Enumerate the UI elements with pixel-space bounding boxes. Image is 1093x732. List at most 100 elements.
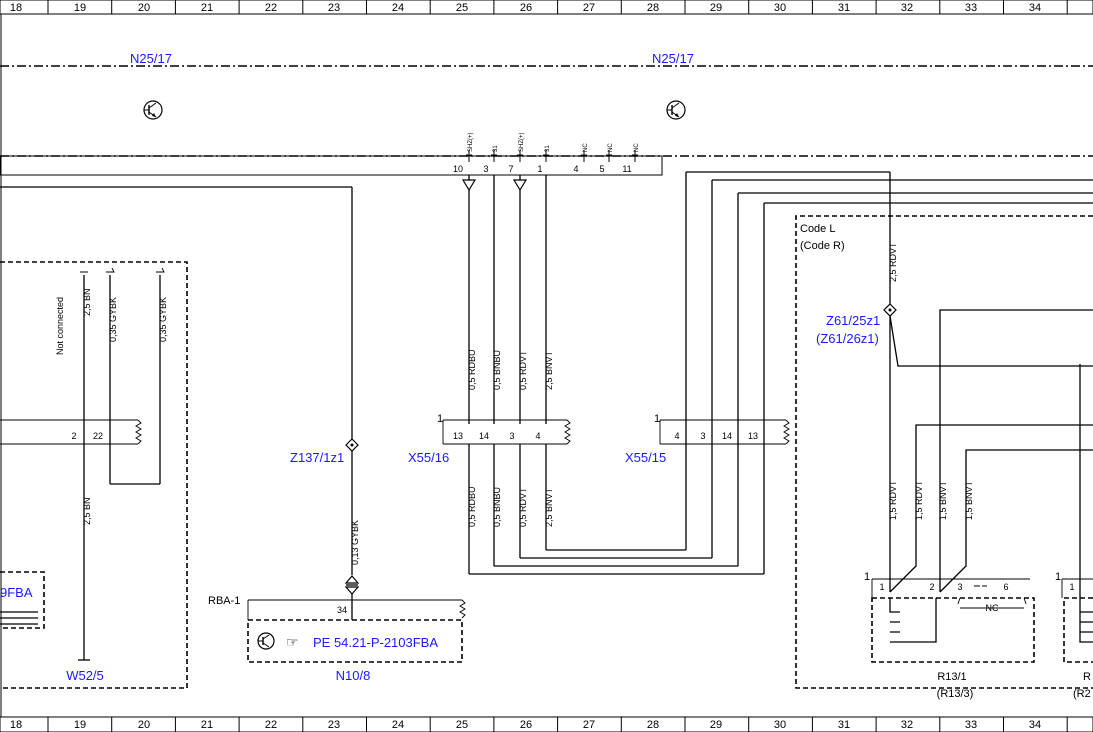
pin-mark: 1 bbox=[654, 413, 660, 425]
pin-number: 4 bbox=[674, 431, 679, 441]
grid-label-top: 30 bbox=[774, 2, 786, 14]
pe-reference-link[interactable]: PE 54.21-P-2103FBA bbox=[313, 635, 438, 650]
pin-signal: NC bbox=[583, 143, 589, 152]
pin-signal: NC bbox=[634, 143, 640, 152]
pin-number: 14 bbox=[479, 431, 489, 441]
grid-label-top: 26 bbox=[520, 2, 532, 14]
pin-number: 3 bbox=[509, 431, 514, 441]
grid-label-bottom: 31 bbox=[838, 719, 850, 731]
pin-number: 2 bbox=[71, 431, 76, 441]
grid-label-top: 29 bbox=[710, 2, 722, 14]
grid-label-top: 32 bbox=[901, 2, 913, 14]
pin-number: 1 bbox=[879, 582, 884, 592]
component-label-x55-16: X55/16 bbox=[408, 450, 449, 465]
wire-label: 1,5 BNVT bbox=[964, 480, 974, 520]
grid-label-top: 24 bbox=[392, 2, 404, 14]
pin-number: 22 bbox=[93, 431, 103, 441]
grid-label-bottom: 21 bbox=[201, 719, 213, 731]
wire-label: 0,5 BNBU bbox=[492, 487, 502, 527]
pin-number: 4 bbox=[535, 431, 540, 441]
grid-label-bottom: 20 bbox=[138, 719, 150, 731]
grid-label-top: 19 bbox=[74, 2, 86, 14]
pin-mark: 1 bbox=[437, 413, 443, 425]
grid-label-bottom: 32 bbox=[901, 719, 913, 731]
pin-signal: 31 bbox=[493, 145, 499, 152]
pin-number: 3 bbox=[957, 582, 962, 592]
wire-label: 1,5 RDVT bbox=[914, 480, 924, 520]
code-label: Code L bbox=[800, 223, 835, 235]
pin-mark: 1 bbox=[864, 571, 870, 583]
grid-label-bottom: 28 bbox=[647, 719, 659, 731]
module-n25-17: N25/17 N25/17 bbox=[0, 51, 1093, 157]
component-label-w52: W52/5 bbox=[66, 668, 104, 683]
grid-label-top: 25 bbox=[456, 2, 468, 14]
pin-signal: 31 bbox=[545, 145, 551, 152]
pin-number: 5 bbox=[599, 164, 604, 174]
wire-label: 0,35 GYBK bbox=[108, 297, 118, 342]
transistor-icon bbox=[666, 100, 686, 120]
grid-label-bottom: 23 bbox=[328, 719, 340, 731]
pin-number: 1 bbox=[537, 164, 542, 174]
wire-label: 0,5 BNBU bbox=[492, 350, 502, 390]
grid-label-bottom: 24 bbox=[392, 719, 404, 731]
component-label-n25-left: N25/17 bbox=[130, 51, 172, 66]
grid-label-top: 23 bbox=[328, 2, 340, 14]
pin-number: 14 bbox=[722, 431, 732, 441]
wire-label: 0,5 RDBU bbox=[467, 349, 477, 390]
code-label-alt: (Code R) bbox=[800, 240, 845, 252]
grid-label-bottom: 29 bbox=[710, 719, 722, 731]
grid-label-top: 27 bbox=[583, 2, 595, 14]
component-label-r13-1: R13/1 bbox=[937, 671, 966, 683]
transistor-icon bbox=[143, 100, 163, 120]
pin-number: 13 bbox=[748, 431, 758, 441]
grid-label-top: 18 bbox=[10, 2, 22, 14]
code-l-section: Code L (Code R) 2,5 RDVT Z61/25z1 (Z61/2… bbox=[795, 172, 1093, 700]
grid-label-bottom: 26 bbox=[520, 719, 532, 731]
component-label-r2-alt: (R2 bbox=[1073, 688, 1091, 700]
grid-label-bottom: 30 bbox=[774, 719, 786, 731]
wire-label: 0,5 RDBU bbox=[467, 486, 477, 527]
wire-label: 2,5 BNVT bbox=[544, 350, 554, 390]
pin-number: 1 bbox=[1069, 582, 1074, 592]
component-label-n10: N10/8 bbox=[336, 668, 371, 683]
not-connected-label: Not connected bbox=[55, 297, 65, 355]
grid-label-bottom: 22 bbox=[265, 719, 277, 731]
rba-label: RBA-1 bbox=[208, 595, 240, 607]
grid-label-top: 28 bbox=[647, 2, 659, 14]
grid-label-bottom: 25 bbox=[456, 719, 468, 731]
pin-signal: SHZ(+) bbox=[468, 132, 474, 152]
left-section: Not connected 2,5 BN 0,35 GYBK 0,35 GYBK… bbox=[0, 186, 353, 689]
top-connector: 10 3 7 1 4 5 11 SHZ(+) 31 SHZ(+) 31 NC N… bbox=[0, 132, 663, 176]
component-label-r13-3: (R13/3) bbox=[937, 688, 974, 700]
grid-label-bottom: 18 bbox=[10, 719, 22, 731]
grid-label-top: 33 bbox=[965, 2, 977, 14]
nc-label: NC bbox=[986, 603, 999, 613]
pin-mark: 1 bbox=[1055, 571, 1061, 583]
n10-8-module: RBA-1 34 ☞ PE 54.21-P-2103FBA N10/8 bbox=[208, 595, 466, 683]
grid-label-top: 22 bbox=[265, 2, 277, 14]
x55-16-section: 0,5 RDBU 0,5 BNBU 0,5 RDVT 2,5 BNVT 1 13… bbox=[408, 175, 764, 575]
pin-signal: SHZ(+) bbox=[519, 132, 525, 152]
pointing-hand-icon[interactable]: ☞ bbox=[286, 634, 299, 650]
component-label-z61: Z61/25z1 bbox=[826, 313, 880, 328]
wire-label: 1,5 BNVT bbox=[938, 480, 948, 520]
grid-ruler-bottom: 18 19 20 21 22 23 24 25 26 27 28 29 30 3… bbox=[0, 716, 1093, 732]
grid-label-top: 21 bbox=[201, 2, 213, 14]
component-label-n25-right: N25/17 bbox=[652, 51, 694, 66]
pin-signal: NC bbox=[608, 143, 614, 152]
grid-label-top: 31 bbox=[838, 2, 850, 14]
component-label-z61-alt: (Z61/26z1) bbox=[816, 331, 879, 346]
wire-label: 2,5 RDVT bbox=[888, 242, 898, 282]
pin-number: 10 bbox=[453, 164, 463, 174]
z137-splice: Z137/1z1 0,13 GYBK bbox=[290, 438, 360, 620]
wire-label: 0,13 GYBK bbox=[350, 520, 360, 565]
wire-label: 0,5 RDVT bbox=[518, 487, 528, 527]
pin-number: 6 bbox=[1003, 582, 1008, 592]
x55-15-section: 1 4 3 14 13 X55/15 bbox=[625, 171, 1093, 574]
pin-number: 2 bbox=[929, 582, 934, 592]
wire-label: 0,35 GYBK bbox=[158, 297, 168, 342]
component-label-x55-15: X55/15 bbox=[625, 450, 666, 465]
grid-label-top: 34 bbox=[1029, 2, 1041, 14]
wire-label: 2,5 BN bbox=[82, 497, 92, 525]
